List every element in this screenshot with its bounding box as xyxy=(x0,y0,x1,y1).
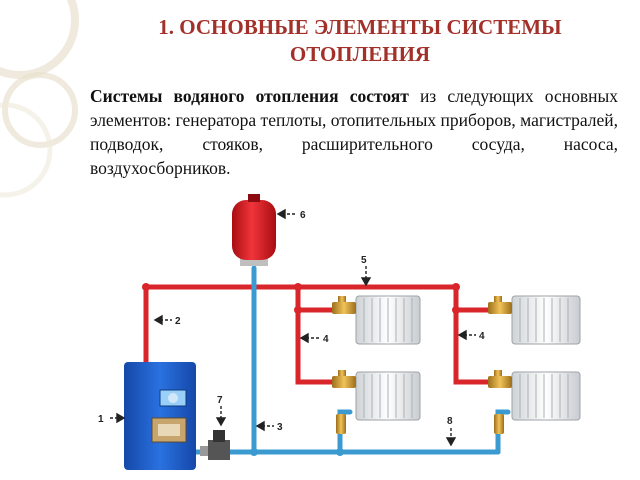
return-pipes xyxy=(193,265,511,455)
label-radiator-right: 4 xyxy=(479,331,485,342)
description-paragraph: Системы водяного отопления состоят из сл… xyxy=(90,84,618,180)
label-boiler: 1 xyxy=(98,414,104,425)
label-pump: 7 xyxy=(217,395,223,406)
label-radiator-left: 4 xyxy=(323,334,329,345)
radiator-top-left xyxy=(355,295,421,345)
title-line-1: 1. ОСНОВНЫЕ ЭЛЕМЕНТЫ СИСТЕМЫ xyxy=(158,15,562,39)
label-return-pipe: 3 xyxy=(277,422,283,433)
page-title: 1. ОСНОВНЫЕ ЭЛЕМЕНТЫ СИСТЕМЫ ОТОПЛЕНИЯ xyxy=(95,14,625,68)
label-return-main: 8 xyxy=(447,416,453,427)
label-supply-pipe: 2 xyxy=(175,316,181,327)
return-joints xyxy=(250,448,344,456)
paragraph-rest: из следующих основных элементов: генерат… xyxy=(90,86,618,178)
label-riser: 5 xyxy=(361,255,367,266)
valves xyxy=(332,296,512,434)
radiator-bottom-left xyxy=(355,371,421,421)
paragraph-bold: Системы водяного отопления состоят xyxy=(90,86,409,106)
callout-arrows xyxy=(110,208,476,447)
radiator-top-right xyxy=(511,295,581,345)
label-expansion-tank: 6 xyxy=(300,210,306,221)
expansion-tank xyxy=(232,194,276,266)
boiler xyxy=(124,362,196,470)
decorative-circles xyxy=(0,0,79,198)
supply-pipes xyxy=(143,284,497,385)
title-line-2: ОТОПЛЕНИЯ xyxy=(289,42,431,66)
supply-joints xyxy=(142,283,460,314)
heating-system-diagram: 6 5 2 4 4 1 7 3 8 xyxy=(98,194,581,470)
pump xyxy=(200,430,230,460)
radiator-bottom-right xyxy=(511,371,581,421)
